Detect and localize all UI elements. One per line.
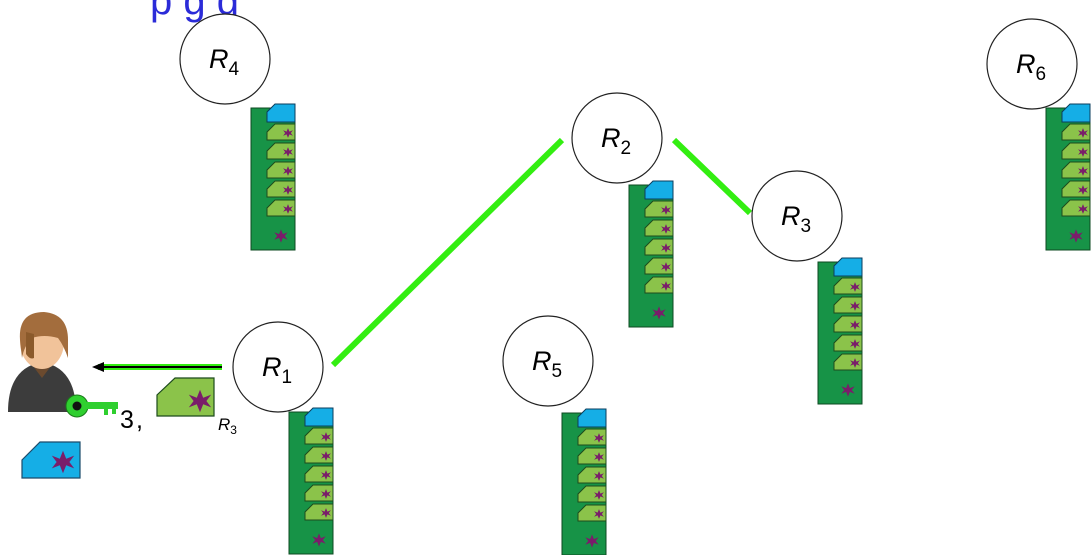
onion-stack-r1 [288, 407, 334, 555]
router-label: R1 [262, 352, 292, 388]
router-letter: R [262, 352, 282, 382]
onion-stack-r6 [1045, 103, 1091, 251]
router-label: R3 [781, 201, 811, 237]
key-count: 3 [120, 406, 134, 434]
router-letter: R [781, 201, 801, 231]
onion-core-icon [21, 441, 81, 479]
onion-stack-r4 [250, 103, 296, 251]
router-subscript: 2 [621, 138, 632, 159]
svg-text:R3: R3 [218, 415, 237, 437]
router-r2: R2 [571, 92, 663, 184]
router-r4: R4 [179, 13, 271, 105]
router-label: R2 [601, 123, 631, 159]
key-icon [65, 394, 118, 418]
link-r2-r3 [671, 137, 753, 216]
link-r1-r2 [330, 137, 565, 368]
person-icon [8, 312, 76, 412]
onion-stack-r5 [561, 408, 607, 555]
onion-stack-r3 [817, 257, 863, 405]
router-subscript: 4 [229, 59, 240, 80]
links [330, 137, 753, 368]
reply-arrow [92, 362, 222, 372]
tag-separator: , [136, 406, 143, 434]
onion-stack-r2 [628, 180, 674, 328]
router-letter: R [601, 123, 621, 153]
router-letter: R [532, 346, 552, 376]
router-subscript: 5 [552, 361, 563, 382]
tag-router-sub: 3 [230, 423, 237, 437]
router-r5: R5 [502, 315, 594, 407]
router-label: R5 [532, 346, 562, 382]
router-r3: R3 [751, 170, 843, 262]
router-label: R6 [1016, 49, 1046, 85]
router-label: R4 [209, 44, 240, 80]
router-subscript: 1 [282, 367, 293, 388]
router-subscript: 3 [801, 216, 812, 237]
tag-router-letter: R [218, 415, 230, 434]
router-letter: R [209, 44, 229, 74]
router-subscript: 6 [1036, 64, 1047, 85]
router-letter: R [1016, 49, 1036, 79]
onion-layer-icon [156, 377, 215, 417]
onion-stacks [250, 103, 1091, 555]
router-r6: R6 [986, 18, 1078, 110]
router-r1: R1 [232, 321, 324, 413]
